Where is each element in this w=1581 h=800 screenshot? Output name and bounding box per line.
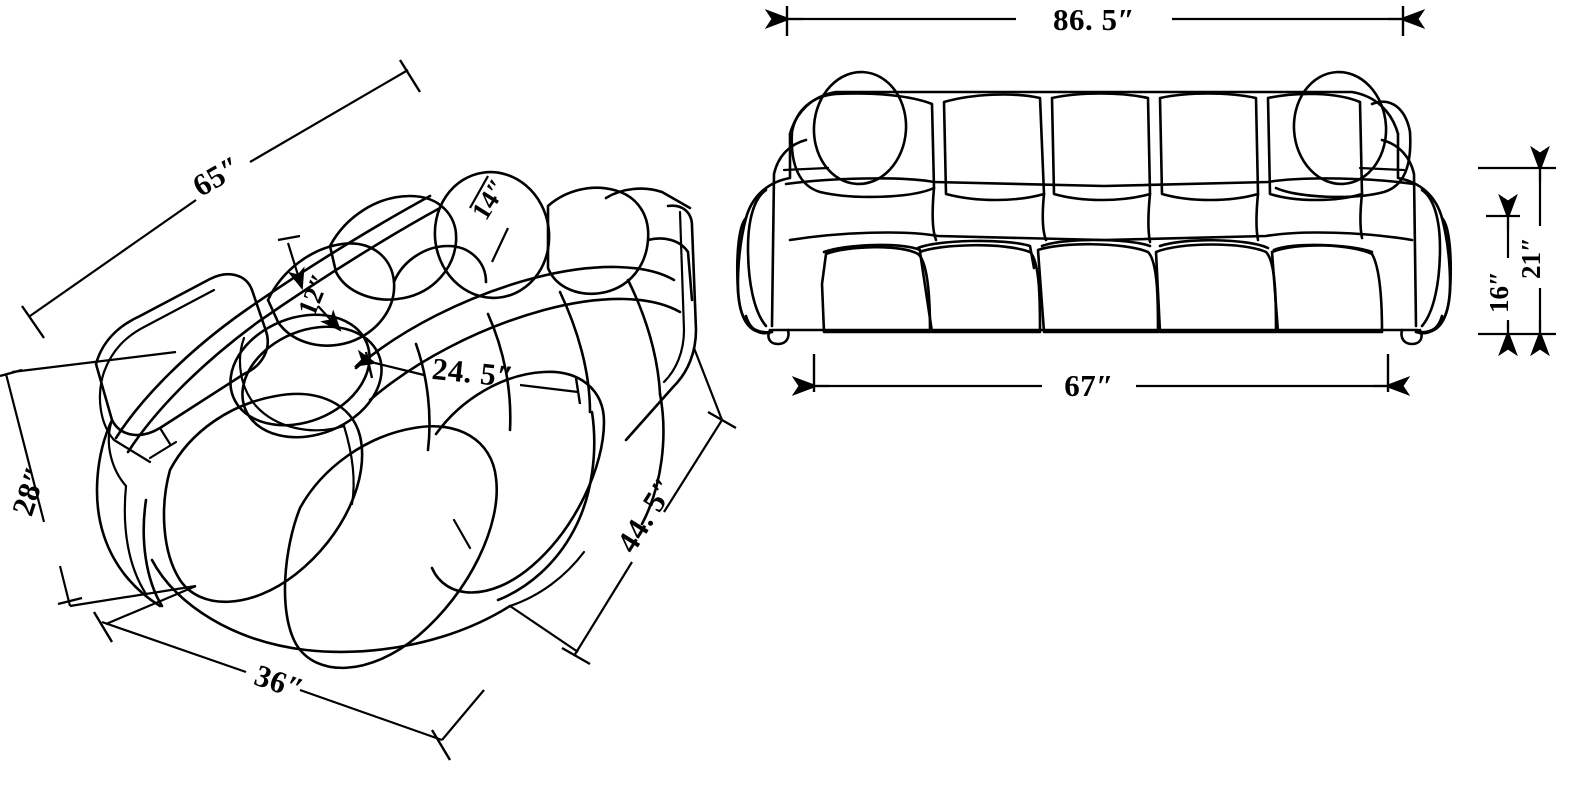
dimension-line-16 [1486,193,1520,357]
dimension-label-67: 67″ [1064,368,1114,403]
dimension-label-65: 65″ [187,148,247,203]
dimension-label-21: 21″ [1516,237,1546,279]
dimension-line-12 [277,234,342,332]
dimension-label-36: 36″ [250,657,308,706]
dimension-line-65 [21,59,422,339]
dimension-line-86-5 [764,6,1426,36]
dimension-label-28: 28″ [5,462,54,520]
perspective-view-sofa [94,170,698,670]
dimension-line-36 [92,584,485,761]
dimension-line-44-5 [509,347,737,666]
dimension-label-24-5: 24. 5″ [430,351,515,394]
dimension-line-67 [791,354,1411,396]
dimension-label-44-5: 44. 5″ [609,470,682,558]
dimension-line-14 [469,175,509,263]
dimension-line-24-5 [353,349,582,405]
dimension-line-28 [0,350,197,608]
dimension-label-86-5: 86. 5″ [1053,2,1135,37]
dimension-label-14: 14″ [466,174,514,225]
dimension-label-16: 16″ [1484,271,1514,313]
dimension-line-21 [1478,145,1556,357]
front-view-sofa [735,70,1453,346]
